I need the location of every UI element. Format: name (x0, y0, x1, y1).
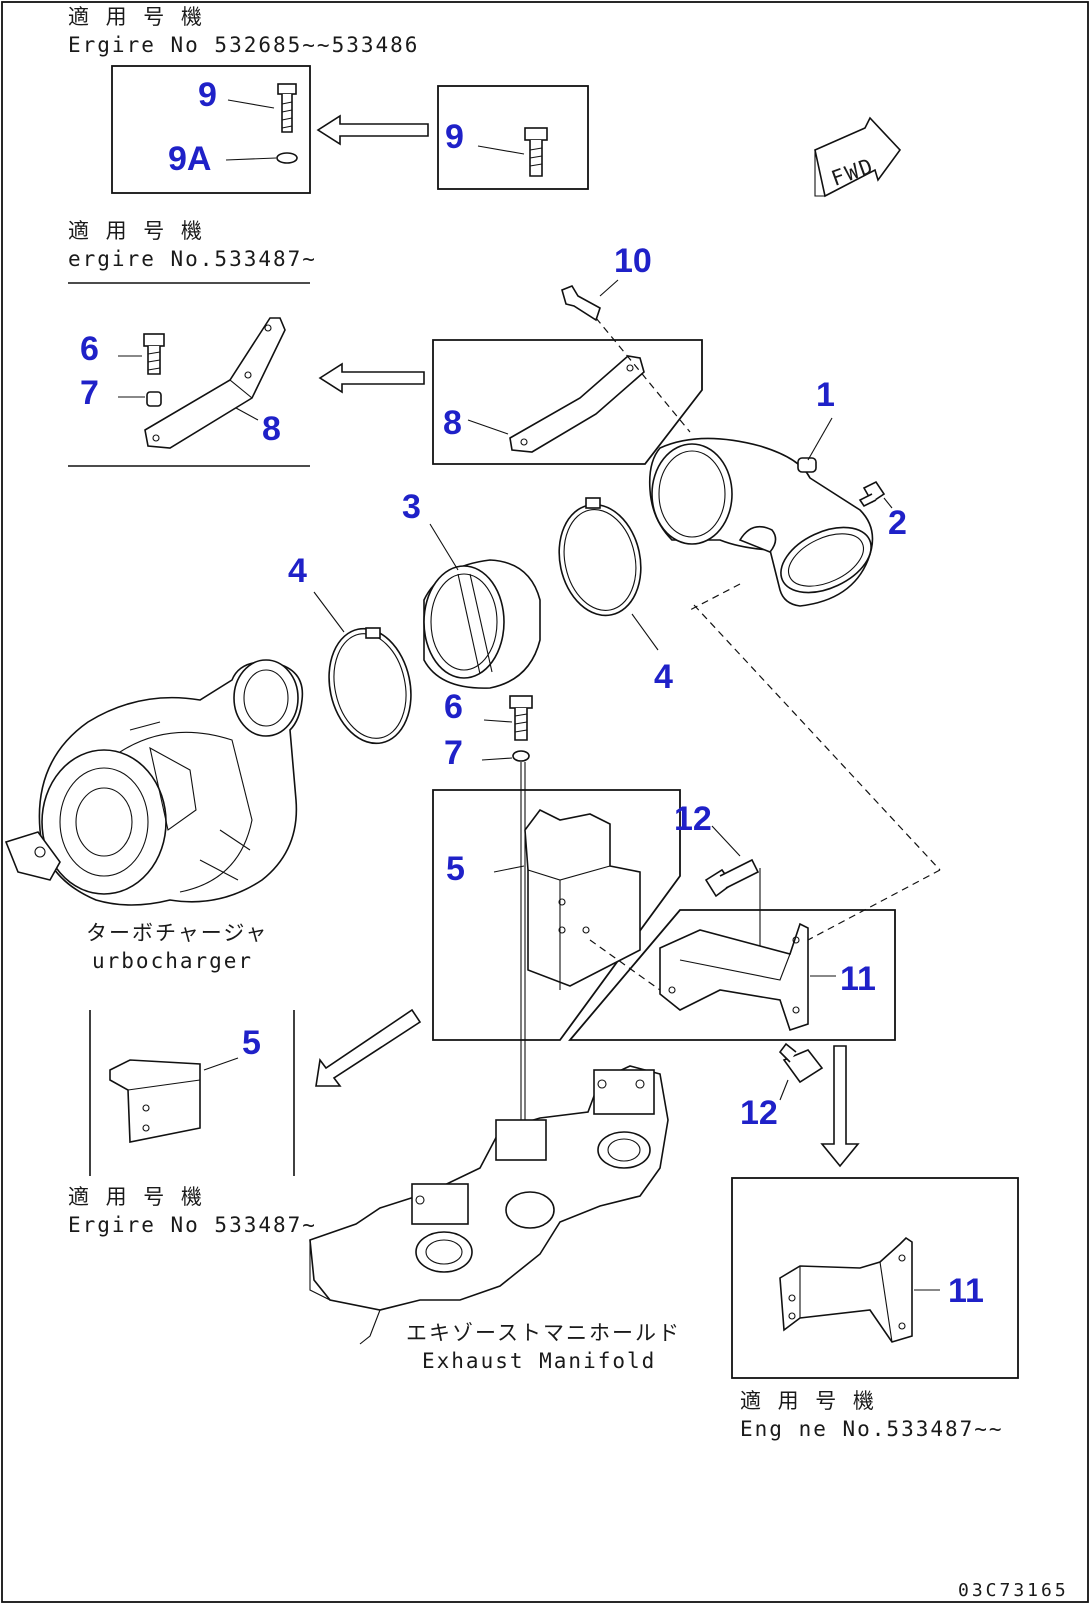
callout-9-box: 9 (445, 118, 464, 156)
manifold-label-jp: エキゾーストマニホールド (406, 1321, 681, 1345)
arrow-diagonal (315, 1008, 422, 1087)
mid-engine-range: ergire No.533487~ (68, 247, 317, 271)
right-applicable-note: 適 用 号 機 (740, 1389, 876, 1413)
bolt-12-lower (778, 1042, 824, 1101)
callout-9-detail: 9 (198, 76, 217, 114)
left-engine-range: Ergire No 533487~ (68, 1213, 317, 1237)
detail-box-bracket-8 (432, 339, 703, 465)
callout-2: 2 (888, 504, 907, 542)
arrow-down (820, 1045, 860, 1168)
detail-box-bracket-11 (568, 909, 896, 1041)
alignment-line-elbow (693, 604, 941, 871)
callout-6-main: 6 (444, 688, 463, 726)
callout-5-alt: 5 (242, 1024, 261, 1062)
detail-box-bolt (437, 85, 589, 190)
left-applicable-note: 適 用 号 機 (68, 1185, 204, 1209)
detail-box-bracket-5-alt (89, 1010, 295, 1176)
callout-6-detail: 6 (80, 330, 99, 368)
detail-box-bracket-11-alt (731, 1177, 1019, 1379)
bracket-8-detail (118, 317, 286, 449)
exhaust-manifold (309, 1065, 669, 1345)
clamp-4-left (313, 591, 412, 745)
drawing-code: 03C73165 (958, 1580, 1069, 1601)
callout-10: 10 (614, 242, 652, 280)
turbocharger-label-jp: ターボチャージャ (86, 921, 268, 945)
clamp-4-right (558, 497, 659, 651)
callout-7-detail: 7 (80, 374, 99, 412)
callout-1: 1 (816, 376, 835, 414)
callout-8-detail: 8 (262, 410, 281, 448)
bolt-6-main (483, 695, 533, 741)
top-engine-range: Ergire No 532685~~533486 (68, 33, 419, 57)
collar-7-main (481, 750, 530, 1120)
bolt-2 (858, 480, 893, 509)
bolt-10 (561, 279, 691, 433)
right-engine-range: Eng ne No.533487~~ (740, 1417, 1004, 1441)
callout-3: 3 (402, 488, 421, 526)
fwd-direction-symbol: FWD (814, 116, 902, 198)
hose-3 (423, 523, 541, 689)
arrow-left-mid (318, 362, 425, 394)
callout-5-box: 5 (446, 850, 465, 888)
top-applicable-note: 適 用 号 機 (68, 5, 204, 29)
mid-applicable-note: 適 用 号 機 (68, 219, 204, 243)
detail-box-bracket-5 (432, 789, 681, 1041)
arrow-left-top (316, 114, 429, 146)
elbow-pipe-1 (648, 417, 874, 607)
callout-7-main: 7 (444, 734, 463, 772)
bolt-12-upper (704, 825, 761, 952)
callout-8-box: 8 (443, 404, 462, 442)
callout-11-box: 11 (840, 960, 876, 998)
manifold-label-en: Exhaust Manifold (422, 1349, 656, 1373)
callout-12-upper: 12 (674, 800, 712, 838)
turbocharger-label-en: urbocharger (92, 949, 253, 973)
turbocharger (4, 659, 304, 906)
detail-box-bolt-washer (111, 65, 311, 194)
callout-4-left: 4 (288, 552, 307, 590)
callout-12-lower: 12 (740, 1094, 778, 1132)
callout-4-right: 4 (654, 658, 673, 696)
callout-11-alt: 11 (948, 1272, 984, 1310)
callout-9A: 9A (168, 140, 211, 178)
